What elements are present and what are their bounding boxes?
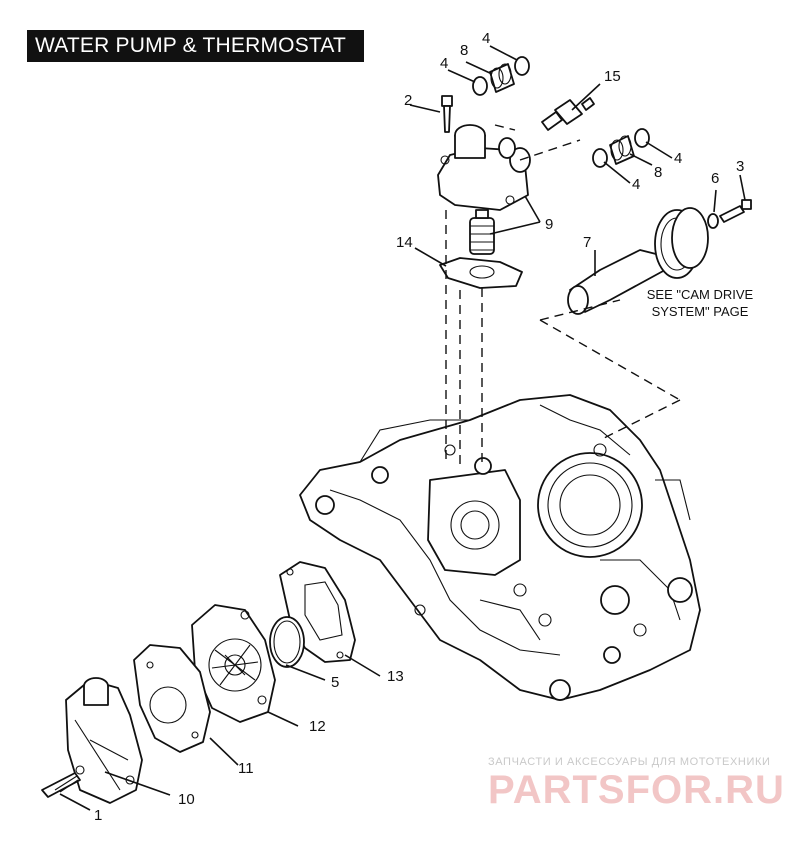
- cam-drive-note: SEE "CAM DRIVE SYSTEM" PAGE: [630, 286, 770, 320]
- callout-4-lower: 4: [632, 176, 641, 193]
- callout-2: 2: [404, 92, 413, 109]
- callout-10: 10: [178, 791, 195, 808]
- callout-4-right: 4: [674, 150, 683, 167]
- leader-lines: [59, 45, 746, 811]
- watermark-tagline: ЗАПЧАСТИ И АКСЕССУАРЫ ДЛЯ МОТОТЕХНИКИ: [488, 756, 771, 768]
- fitting-8-upper-drawing: [472, 56, 530, 96]
- diagram-title: WATER PUMP & THERMOSTAT: [27, 30, 364, 62]
- callout-1: 1: [94, 807, 103, 824]
- callout-11: 11: [238, 760, 254, 777]
- callout-8-lower: 8: [654, 164, 663, 181]
- callout-6: 6: [711, 170, 720, 187]
- callout-4-top: 4: [482, 30, 491, 47]
- callout-5: 5: [331, 674, 340, 691]
- pump-cover-10-drawing: [65, 677, 143, 804]
- sensor-15-drawing: [541, 97, 595, 131]
- thermostat-drawing: [469, 209, 495, 255]
- washer-6-drawing: [707, 213, 719, 229]
- watermark-logo: PARTSFOR.RU: [488, 768, 785, 812]
- bolt-2-drawing: [441, 95, 453, 133]
- callout-15: 15: [604, 68, 621, 85]
- cam-drive-note-line-2: SYSTEM" PAGE: [651, 304, 749, 319]
- gasket-11-drawing: [133, 644, 211, 753]
- thermostat-housing-9-drawing: [437, 124, 531, 211]
- callout-3: 3: [736, 158, 745, 175]
- callout-8-upper: 8: [460, 42, 469, 59]
- pump-body-12-drawing: [191, 604, 276, 723]
- cam-drive-7-drawing: [567, 207, 709, 315]
- assembly-lines: [445, 124, 681, 470]
- callout-4-left: 4: [440, 55, 449, 72]
- callout-14: 14: [396, 234, 413, 251]
- callout-9: 9: [545, 216, 554, 233]
- gasket-14-drawing: [439, 257, 523, 289]
- bolt-1-drawing: [41, 772, 81, 798]
- bolt-3-drawing: [719, 199, 752, 223]
- crankcase-drawing: [299, 394, 701, 701]
- callout-12: 12: [309, 718, 326, 735]
- callout-13: 13: [387, 668, 404, 685]
- o-ring-5-drawing: [269, 616, 305, 668]
- fitting-8-lower-drawing: [592, 128, 650, 168]
- cam-drive-note-line-1: SEE "CAM DRIVE: [646, 287, 754, 302]
- callout-7: 7: [583, 234, 592, 251]
